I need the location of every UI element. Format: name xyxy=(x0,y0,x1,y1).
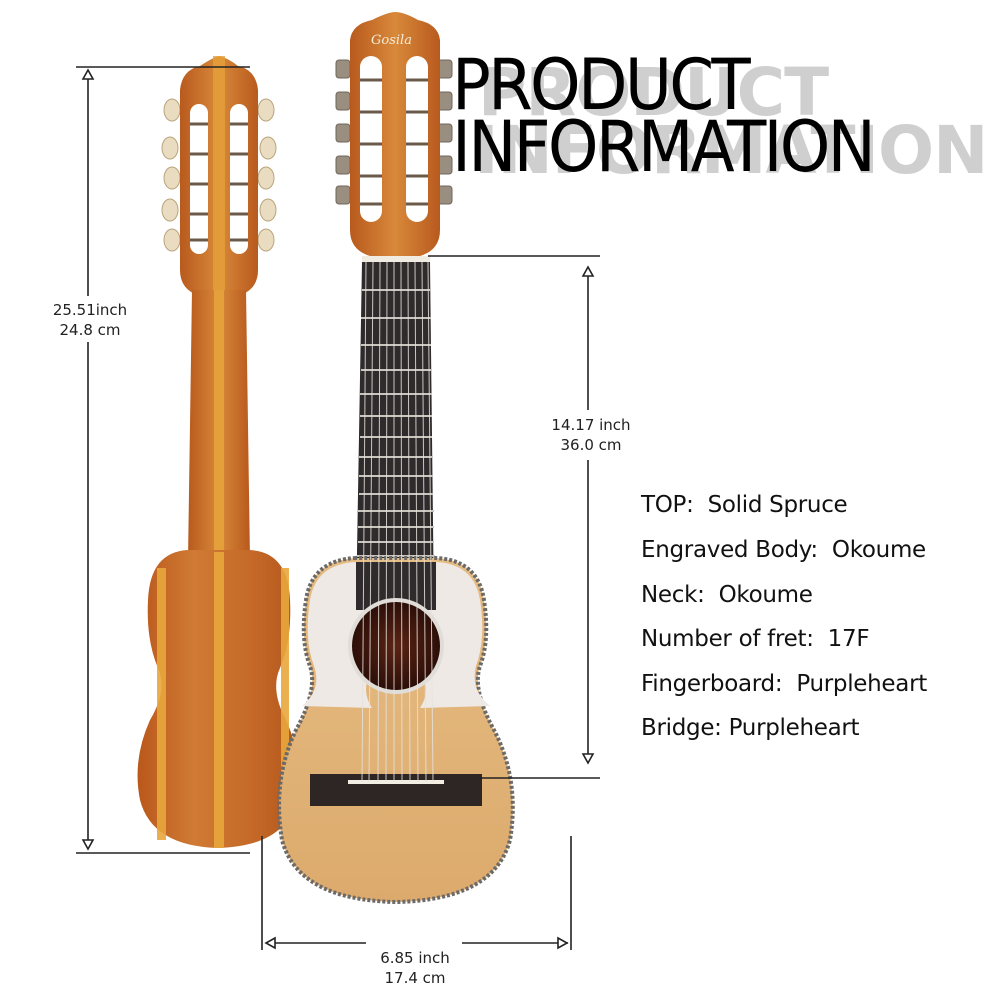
scale-length-label: 14.17 inch 36.0 cm xyxy=(536,415,646,455)
spec-top: TOP: Solid Spruce xyxy=(641,492,848,518)
spec-number-of-fret: Number of fret: 17F xyxy=(641,626,870,652)
total-length-cm: 24.8 cm xyxy=(59,321,121,339)
brand-logo: Gosila xyxy=(371,33,412,48)
total-length-inch: 25.51inch xyxy=(52,301,128,319)
guitar-front-view: Gosila xyxy=(277,12,515,905)
page-title-line1: PRODUCT xyxy=(452,44,751,126)
spec-bridge: Bridge: Purpleheart xyxy=(641,715,860,741)
spec-fingerboard: Fingerboard: Purpleheart xyxy=(641,671,927,697)
guitar-back-view xyxy=(137,56,299,848)
page-title-line2: INFORMATION xyxy=(452,106,876,188)
spec-neck: Neck: Okoume xyxy=(641,582,813,608)
spec-engraved-body: Engraved Body: Okoume xyxy=(641,537,926,563)
body-width-cm: 17.4 cm xyxy=(384,969,446,987)
scale-length-inch: 14.17 inch xyxy=(551,416,631,434)
dimension-lines xyxy=(76,66,600,950)
total-length-label: 25.51inch 24.8 cm xyxy=(40,300,140,340)
body-width-inch: 6.85 inch xyxy=(380,949,450,967)
title-shadow-line2: INFORMATION xyxy=(474,112,988,189)
body-width-label: 6.85 inch 17.4 cm xyxy=(360,948,470,988)
title-shadow-line1: PRODUCT xyxy=(478,54,829,131)
scale-length-cm: 36.0 cm xyxy=(560,436,622,454)
